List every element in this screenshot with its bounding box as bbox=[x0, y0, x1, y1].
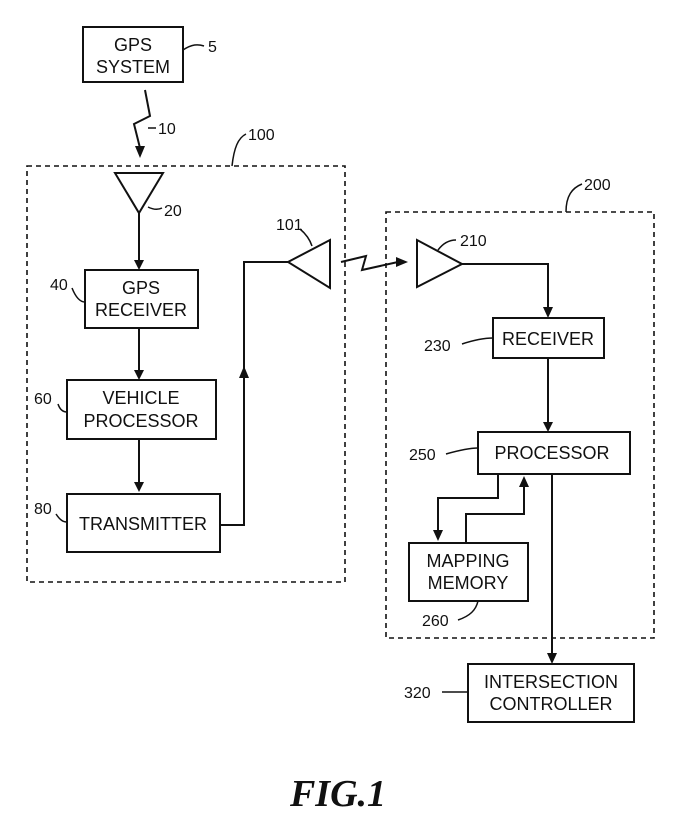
gps-system-ref-leader bbox=[183, 45, 204, 50]
processor-arrowhead bbox=[543, 422, 553, 432]
roadside-unit-ref: 200 bbox=[584, 177, 611, 194]
gps-antenna-ref: 20 bbox=[164, 203, 182, 220]
processor-label: PROCESSOR bbox=[494, 443, 609, 463]
gps-system-label-line1: GPS bbox=[114, 35, 152, 55]
intersection-controller-arrowhead bbox=[547, 653, 557, 664]
roadside-unit-ref-leader bbox=[566, 184, 582, 212]
receiver-arrowhead bbox=[543, 307, 553, 318]
wireless-link-path bbox=[341, 256, 398, 270]
vehicle-processor-label-line1: VEHICLE bbox=[102, 388, 179, 408]
transmitter-ref-leader bbox=[56, 514, 67, 522]
mapping-memory-arrowhead bbox=[433, 530, 443, 541]
intersection-controller-label-line2: CONTROLLER bbox=[489, 694, 612, 714]
mapping-memory-ref: 260 bbox=[422, 613, 449, 630]
processor-ref: 250 bbox=[409, 447, 436, 464]
receiver-ref: 230 bbox=[424, 338, 451, 355]
roadside-antenna-ref: 210 bbox=[460, 233, 487, 250]
roadside-antenna-ref-leader bbox=[438, 240, 456, 250]
gps-receiver-arrowhead bbox=[134, 260, 144, 270]
vehicle-processor-ref: 60 bbox=[34, 391, 52, 408]
wireless-link-arrowhead bbox=[396, 257, 408, 267]
gps-receiver-ref: 40 bbox=[50, 277, 68, 294]
gps-signal-path bbox=[134, 90, 150, 148]
transmit-antenna-icon bbox=[288, 240, 330, 288]
mapping-memory-to-processor-line bbox=[466, 486, 524, 543]
vehicle-unit-ref-leader bbox=[232, 134, 246, 166]
intersection-controller-ref: 320 bbox=[404, 685, 431, 702]
transmit-antenna-ref: 101 bbox=[276, 217, 303, 234]
gps-system-ref: 5 bbox=[208, 39, 217, 56]
receiver-ref-leader bbox=[462, 338, 493, 344]
gps-receiver-label-line1: GPS bbox=[122, 278, 160, 298]
gps-antenna-ref-leader bbox=[148, 207, 162, 209]
processor-ref-leader bbox=[446, 448, 478, 454]
mapping-memory-ref-leader bbox=[458, 601, 478, 620]
transmitter-ref: 80 bbox=[34, 501, 52, 518]
gps-system-label-line2: SYSTEM bbox=[96, 57, 170, 77]
gps-signal-ref: 10 bbox=[158, 121, 176, 138]
transmitter-to-antenna-line bbox=[220, 262, 288, 525]
transmitter-uplink-arrowhead bbox=[239, 366, 249, 378]
gps-antenna-icon bbox=[115, 173, 163, 213]
vehicle-processor-arrowhead bbox=[134, 370, 144, 380]
processor-to-mapping-memory-line bbox=[438, 474, 498, 532]
intersection-controller-label-line1: INTERSECTION bbox=[484, 672, 618, 692]
gps-receiver-label-line2: RECEIVER bbox=[95, 300, 187, 320]
transmitter-arrowhead bbox=[134, 482, 144, 492]
vehicle-processor-ref-leader bbox=[58, 404, 67, 412]
mapping-memory-label-line1: MAPPING bbox=[426, 551, 509, 571]
receiver-label: RECEIVER bbox=[502, 329, 594, 349]
gps-signal-arrowhead bbox=[135, 146, 145, 158]
transmitter-label: TRANSMITTER bbox=[79, 514, 207, 534]
processor-feedback-arrowhead bbox=[519, 476, 529, 487]
figure-caption: FIG.1 bbox=[289, 773, 386, 815]
roadside-antenna-to-receiver-line bbox=[462, 264, 548, 309]
vehicle-processor-label-line2: PROCESSOR bbox=[83, 411, 198, 431]
mapping-memory-label-line2: MEMORY bbox=[428, 573, 509, 593]
vehicle-unit-ref: 100 bbox=[248, 127, 275, 144]
gps-receiver-ref-leader bbox=[72, 288, 85, 302]
